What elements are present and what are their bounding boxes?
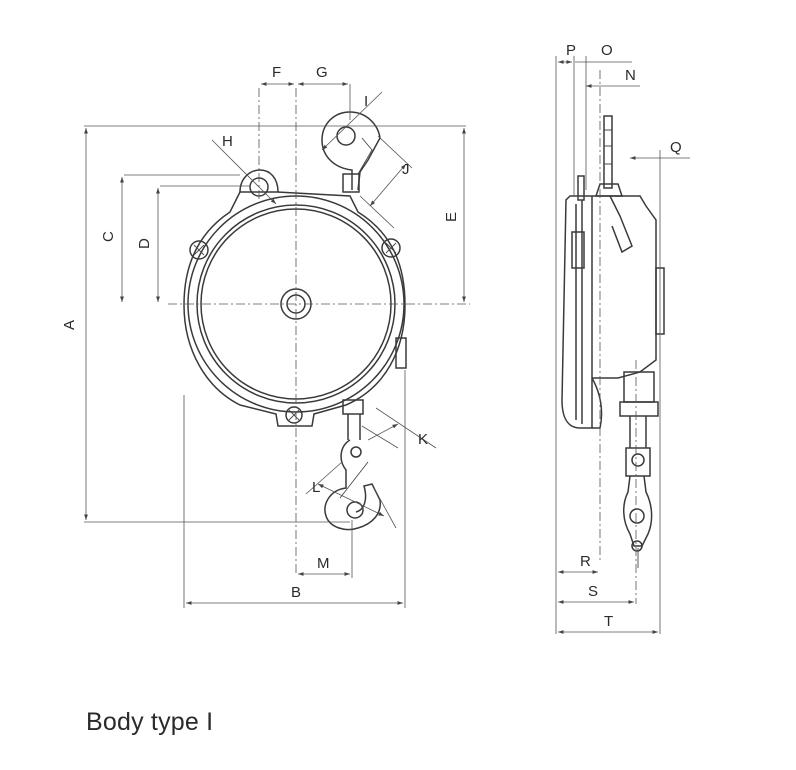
top-lug — [239, 169, 279, 193]
label-b: B — [291, 584, 301, 601]
side-housing — [561, 195, 593, 429]
screw-bottom — [285, 406, 303, 424]
label-i: I — [364, 93, 368, 110]
label-e: E — [443, 212, 460, 222]
label-o: O — [601, 42, 613, 59]
label-f: F — [272, 64, 281, 81]
side-top-hook — [594, 115, 633, 254]
label-j: J — [402, 161, 410, 178]
label-c: C — [100, 231, 117, 242]
screw-left — [189, 240, 209, 260]
label-t: T — [604, 613, 613, 630]
label-r: R — [580, 553, 591, 570]
side-bottom-hook — [619, 371, 659, 568]
label-g: G — [316, 64, 328, 81]
label-m: M — [317, 555, 330, 572]
label-n: N — [625, 67, 636, 84]
front-view: A C D E F G H I J K L M — [61, 64, 470, 608]
top-hook — [321, 111, 381, 193]
side-view: P O N Q R S T — [555, 42, 690, 634]
label-k: K — [418, 431, 428, 448]
label-a: A — [61, 320, 78, 330]
screw-right — [381, 238, 401, 258]
dimension-k — [367, 423, 399, 441]
label-d: D — [136, 238, 153, 249]
technical-drawing: A C D E F G H I J K L M — [61, 42, 690, 634]
label-l: L — [312, 479, 320, 496]
dimension-l — [317, 483, 385, 517]
label-p: P — [566, 42, 576, 59]
dimension-i — [321, 91, 383, 151]
label-s: S — [588, 583, 598, 600]
housing-outline — [183, 191, 406, 427]
label-q: Q — [670, 139, 682, 156]
dimension-j — [369, 163, 407, 207]
side-body — [592, 195, 657, 379]
side-cap — [571, 231, 585, 269]
label-h: H — [222, 133, 233, 150]
figure-caption: Body type I — [86, 708, 214, 736]
dimension-h — [211, 139, 277, 205]
side-knob — [395, 337, 407, 369]
